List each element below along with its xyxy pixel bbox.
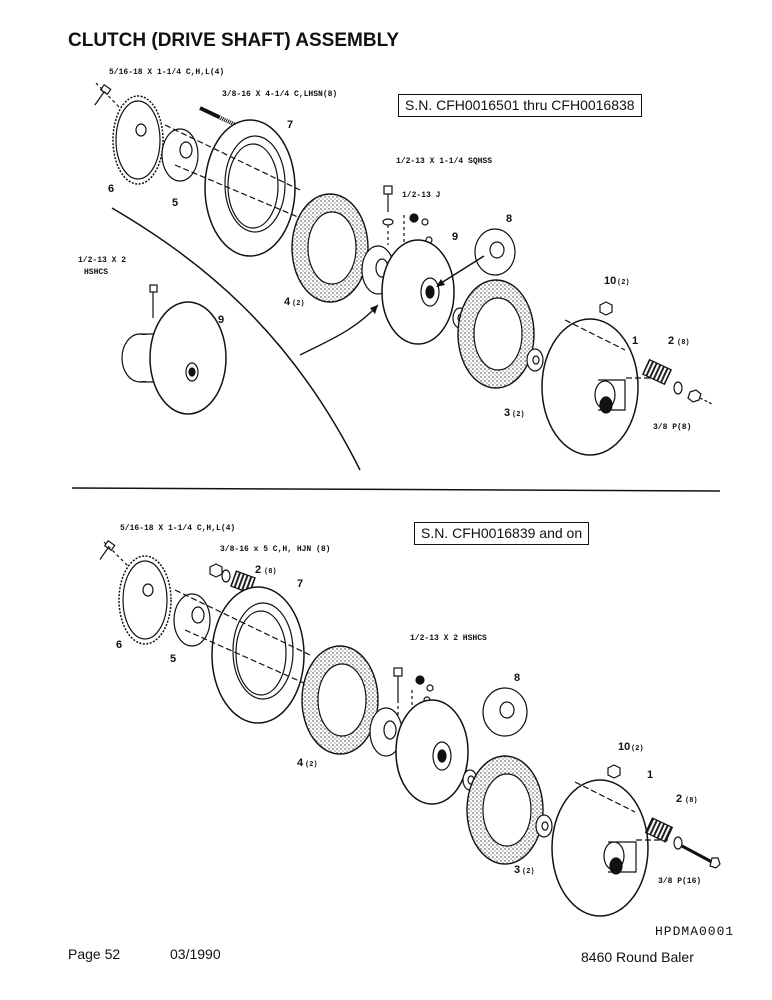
top-assembly <box>94 82 713 471</box>
part-qty-3-bottom: (2) <box>522 868 535 876</box>
page-number: Page 52 <box>68 946 121 962</box>
part-label-4-bottom: 4 <box>297 757 304 769</box>
friction-disc-bottom <box>301 645 379 755</box>
callout-bolt-sprocket-bottom: 5/16-18 X 1-1/4 C,H,L(4) <box>120 524 235 533</box>
bushing-top <box>474 228 516 276</box>
callout-hshcs-b: HSHCS <box>84 268 108 277</box>
part-label-6-top: 6 <box>108 183 114 195</box>
top-callouts: 5/16-18 X 1-1/4 C,H,L(4) 3/8-16 X 4-1/4 … <box>78 68 691 432</box>
hub-5-top <box>161 128 199 182</box>
callout-sqhss-top: 1/2-13 X 1-1/4 SQHSS <box>396 157 492 166</box>
callout-hshcs-bottom: 1/2-13 X 2 HSHCS <box>410 634 487 643</box>
part-label-6-bottom: 6 <box>116 639 122 651</box>
section-divider <box>71 487 721 492</box>
callout-washer-top: 3/8 P(8) <box>653 423 691 432</box>
revision-date: 03/1990 <box>170 946 221 962</box>
part-label-2-top: 2 <box>668 335 674 347</box>
backing-plate-top <box>204 119 296 257</box>
callout-hshcs-a: 1/2-13 X 2 <box>78 256 126 265</box>
part-qty-10-top: (2) <box>617 279 630 287</box>
part-label-3-bottom: 3 <box>514 864 520 876</box>
clutch-hub-bottom <box>551 779 649 917</box>
part-label-3-top: 3 <box>504 407 510 419</box>
part-label-7-bottom: 7 <box>297 578 303 590</box>
callout-bolt-long-top: 3/8-16 X 4-1/4 C,LHSN(8) <box>222 90 337 99</box>
part-label-8-top: 8 <box>506 213 512 225</box>
part-qty-2-top: (8) <box>677 339 690 347</box>
page-title: CLUTCH (DRIVE SHAFT) ASSEMBLY <box>68 30 400 51</box>
sprocket-bottom <box>118 555 172 645</box>
part-qty-4-bottom: (2) <box>305 761 318 769</box>
serial-range-bottom: S.N. CFH0016839 and on <box>414 522 590 545</box>
friction-disc-bottom-2 <box>466 755 544 865</box>
part-label-9-top: 9 <box>452 231 458 243</box>
part-label-5-top: 5 <box>172 197 178 209</box>
part-qty-2b-bottom: (8) <box>264 568 277 576</box>
part-label-7-top: 7 <box>287 119 293 131</box>
friction-disc-top-2 <box>457 279 535 389</box>
part-label-9-lower: 9 <box>218 314 224 326</box>
shaft-hub-bottom-left <box>121 301 227 415</box>
callout-jam-nut-top: 1/2-13 J <box>402 191 440 200</box>
part-qty-3-top: (2) <box>512 411 525 419</box>
callout-bolt-sprocket-top: 5/16-18 X 1-1/4 C,H,L(4) <box>109 68 224 77</box>
friction-disc-top <box>291 193 369 303</box>
part-label-10-bottom: 10 <box>618 741 630 753</box>
part-label-1-bottom: 1 <box>647 769 653 781</box>
part-qty-2-bottom: (8) <box>685 797 698 805</box>
callout-bolt-long-bottom: 3/8-16 x 5 C,H, HJN (8) <box>220 545 330 554</box>
pressure-plate-bottom <box>395 699 469 805</box>
backing-plate-bottom <box>211 586 305 724</box>
part-label-2b-bottom: 2 <box>255 564 261 576</box>
bushing-bottom <box>482 687 528 737</box>
part-qty-10-bottom: (2) <box>631 745 644 753</box>
sprocket <box>112 95 164 185</box>
bottom-callouts: 5/16-18 X 1-1/4 C,H,L(4) 3/8-16 x 5 C,H,… <box>116 524 701 886</box>
part-label-4-top: 4 <box>284 296 291 308</box>
drawing-code: HPDMA0001 <box>655 924 735 939</box>
clutch-hub-top <box>541 318 639 456</box>
part-label-2-bottom: 2 <box>676 793 682 805</box>
pressure-plate-top <box>381 239 455 345</box>
part-qty-4-top: (2) <box>292 300 305 308</box>
bottom-assembly <box>99 539 721 917</box>
part-label-10-top: 10 <box>604 275 616 287</box>
part-label-5-bottom: 5 <box>170 653 176 665</box>
hub-5-bottom <box>173 593 211 647</box>
part-label-8-bottom: 8 <box>514 672 520 684</box>
callout-washer-bottom: 3/8 P(16) <box>658 877 701 886</box>
part-label-1-top: 1 <box>632 335 638 347</box>
model-name: 8460 Round Baler <box>581 949 694 965</box>
serial-range-top: S.N. CFH0016501 thru CFH0016838 <box>398 94 642 117</box>
